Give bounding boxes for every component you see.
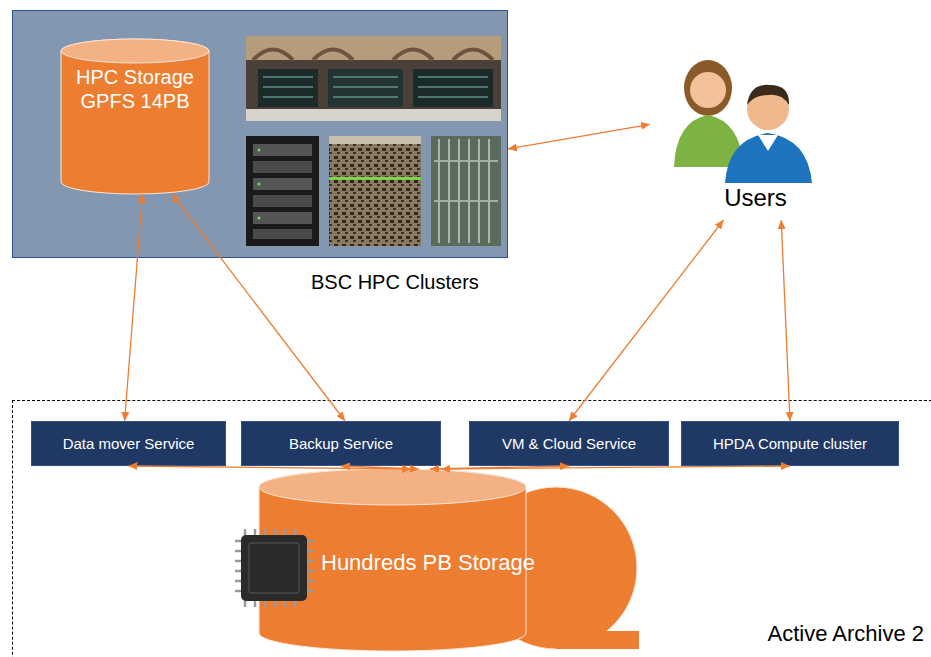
- storage-cylinder: HPC Storage GPFS 14PB: [61, 39, 209, 194]
- cylinder-body: [61, 39, 209, 194]
- tape-tail: [556, 631, 639, 649]
- users-icon: [650, 55, 825, 190]
- connector-arrow: [172, 194, 345, 421]
- datacenter-photo: [263, 77, 488, 97]
- datacenter-photo: [246, 109, 501, 121]
- rack-photo: [253, 212, 312, 224]
- cabinet-photo: [431, 136, 501, 246]
- connector-arrow: [441, 466, 790, 469]
- cylinder-outline: [61, 39, 209, 194]
- connector-arrow: [129, 466, 412, 469]
- chip-pins: [235, 529, 313, 607]
- rack-photo: [253, 229, 312, 239]
- archive-region: Active Archive 2 Data mover Service Backup…: [12, 400, 931, 657]
- service-box: VM & Cloud Service: [469, 421, 669, 466]
- service-label: VM & Cloud Service: [502, 435, 636, 452]
- rack-photo: [253, 161, 312, 173]
- rack-photo: [253, 144, 312, 156]
- supercomputer-photo: [329, 136, 421, 246]
- rack-photo: [253, 178, 312, 190]
- chip-pins: [235, 529, 313, 607]
- service-box: Backup Service: [241, 421, 441, 466]
- cabinet-photo: [431, 136, 501, 246]
- supercomputer-photo: [329, 177, 421, 180]
- man-figure: [725, 133, 812, 183]
- service-label: HPDA Compute cluster: [713, 435, 867, 452]
- connector-arrow: [125, 194, 143, 421]
- chip-body: [241, 535, 307, 601]
- woman-figure: [674, 60, 744, 167]
- cylinder-top: [61, 39, 209, 63]
- service-label: Data mover Service: [63, 435, 195, 452]
- connector-arrow: [508, 124, 650, 149]
- cluster-panel: BSC HPC ClustersHPC Storage GPFS 14PB: [12, 10, 508, 258]
- man-figure: [725, 85, 812, 183]
- datacenter-photo: [253, 50, 493, 61]
- datacenter-photo: [328, 69, 403, 107]
- users-label: Users: [724, 184, 787, 212]
- man-figure: [758, 135, 778, 151]
- datacenter-photo: [246, 36, 501, 60]
- connector-arrow: [430, 466, 569, 469]
- storage-label: Hundreds PB Storage: [321, 550, 535, 576]
- man-figure: [747, 85, 789, 105]
- region-label: Active Archive 2: [767, 621, 924, 647]
- service-box: HPDA Compute cluster: [681, 421, 899, 466]
- datacenter-photo: [258, 69, 318, 107]
- rack-photo: [246, 136, 319, 246]
- cabinet-photo: [434, 161, 498, 201]
- supercomputer-photo: [329, 136, 421, 144]
- rack-photo: [246, 136, 319, 246]
- datacenter-photo: [413, 69, 493, 107]
- rack-photo: [258, 217, 261, 220]
- datacenter-photo: [246, 36, 501, 121]
- datacenter-photo: [246, 36, 501, 121]
- service-box: Data mover Service: [31, 421, 226, 466]
- cylinder-top: [259, 469, 526, 505]
- rack-photo: [253, 195, 312, 207]
- connector-arrow: [569, 220, 724, 421]
- woman-figure: [684, 60, 732, 116]
- rack-photo: [258, 183, 261, 186]
- storage-label: HPC Storage GPFS 14PB: [73, 65, 197, 113]
- rack-photo: [258, 149, 261, 152]
- woman-figure: [690, 72, 726, 108]
- cabinet-photo: [439, 139, 489, 243]
- storage-cylinder: Hundreds PB Storage: [259, 469, 639, 651]
- connector-arrow: [341, 466, 419, 469]
- users-group: Users: [650, 55, 825, 220]
- chip-inner: [249, 543, 299, 593]
- supercomputer-photo: [329, 136, 421, 246]
- connector-arrow: [781, 220, 790, 421]
- panel-heading: BSC HPC Clusters: [311, 271, 479, 294]
- service-label: Backup Service: [289, 435, 393, 452]
